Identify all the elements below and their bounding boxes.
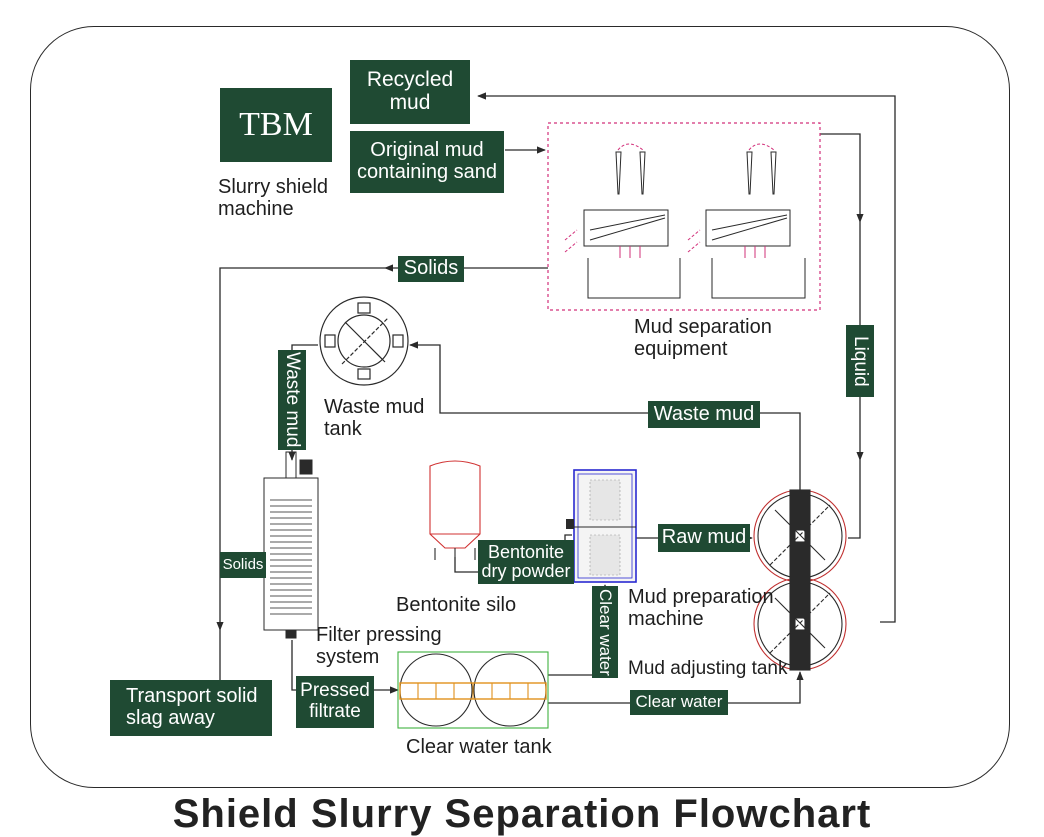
tbm-label: TBM (220, 88, 332, 162)
solids-top-box: Solids (398, 256, 464, 282)
separator-unit-2 (687, 143, 806, 299)
mud-adjusting-label: Mud adjusting tank (628, 658, 788, 679)
clear-water-vertical-box: Clear water (592, 586, 618, 678)
diagram-frame (30, 26, 1010, 788)
liquid-line (820, 133, 864, 223)
waste-mud-horizontal-box: Waste mud (648, 401, 760, 428)
transport-box: Transport solid slag away (110, 680, 272, 736)
raw-mud-box: Raw mud (658, 524, 750, 552)
waste-mud-vertical-box: Waste mud (278, 350, 306, 450)
solids-left-box: Solids (220, 552, 266, 578)
clear-water-horizontal-box: Clear water (630, 690, 728, 715)
waste-mud-tank-label: Waste mud tank (324, 396, 425, 441)
liquid-line-3 (848, 460, 861, 539)
bentonite-silo-icon (429, 460, 481, 560)
bentonite-powder-box: Bentonite dry powder (478, 540, 574, 584)
original-mud-box: Original mud containing sand (350, 131, 504, 193)
mud-adjusting-tank-icon (753, 489, 847, 671)
slurry-shield-label: Slurry shield machine (218, 176, 329, 221)
mud-separation-label: Mud separation equipment (634, 316, 772, 361)
filter-pressing-label: Filter pressing system (316, 624, 442, 669)
pressed-filtrate-box: Pressed filtrate (296, 676, 374, 728)
clear-water-tank-label: Clear water tank (406, 736, 552, 758)
solids-line-left (219, 267, 385, 572)
separator-unit-1 (564, 143, 681, 299)
mud-preparation-icon (566, 469, 637, 583)
recycled-mud-line (477, 92, 896, 623)
flowchart-title: Shield Slurry Separation Flowchart (172, 792, 872, 836)
recycled-mud-box: Recycled mud (350, 60, 470, 124)
clear-water-tank-icon (397, 651, 549, 729)
waste-mud-tank-icon (319, 296, 409, 386)
liquid-box: Liquid (846, 325, 874, 397)
waste-mud-line (409, 341, 801, 492)
filter-press-icon (263, 451, 319, 639)
mud-separation-box (547, 122, 821, 311)
mud-preparation-label: Mud preparation machine (628, 586, 774, 631)
bentonite-silo-label: Bentonite silo (396, 594, 517, 616)
